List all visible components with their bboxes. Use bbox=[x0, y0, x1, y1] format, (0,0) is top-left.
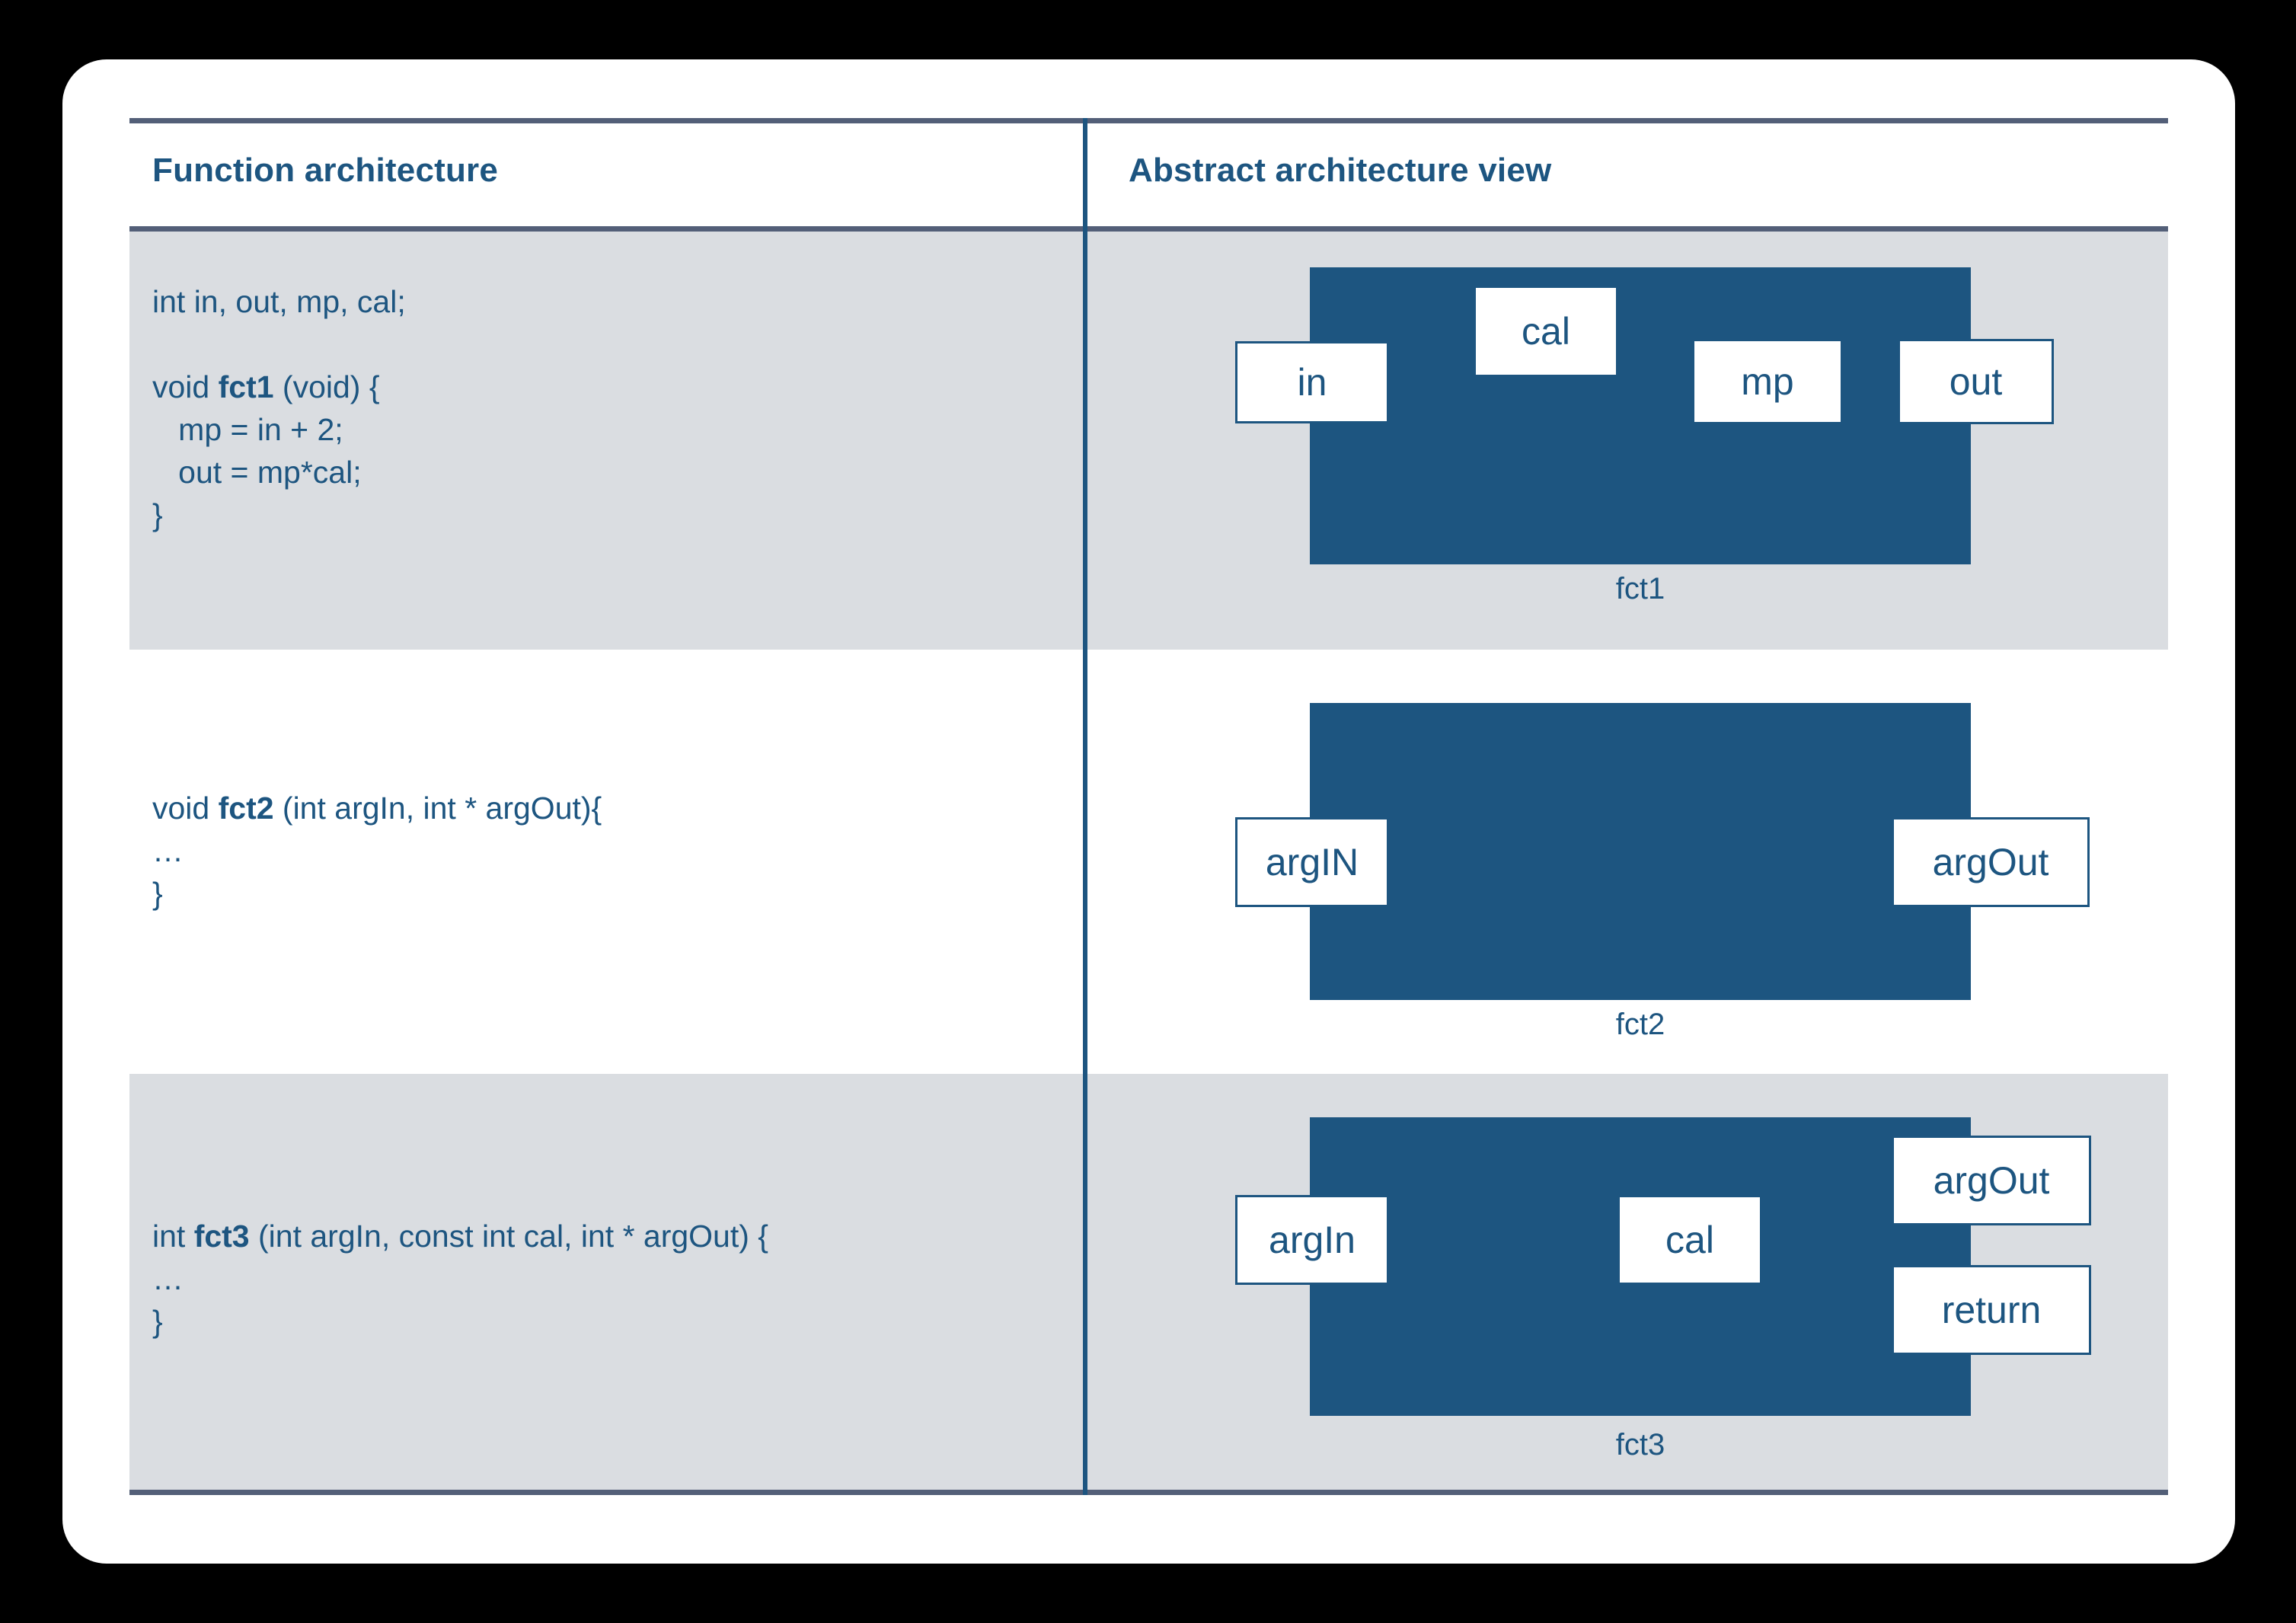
port-argout: argOut bbox=[1892, 1136, 2091, 1225]
code-line: void bbox=[152, 791, 219, 826]
code-line-blank bbox=[152, 327, 161, 362]
column-divider bbox=[1083, 118, 1087, 1495]
code-line: (int argIn, int * argOut){ bbox=[273, 791, 602, 826]
table-header-rule bbox=[129, 226, 2168, 232]
diagram-caption-fct3: fct3 bbox=[1615, 1428, 1665, 1462]
code-line: … bbox=[152, 833, 184, 868]
port-label: argOut bbox=[1932, 841, 2049, 883]
port-label: mp bbox=[1741, 360, 1794, 403]
diagram-fct3: argIn cal argOut return fct3 bbox=[1129, 1101, 2149, 1497]
table-bottom-rule bbox=[129, 1490, 2168, 1495]
function-name-fct3: fct3 bbox=[193, 1219, 250, 1254]
column-header-abstract-architecture-view: Abstract architecture view bbox=[1129, 152, 1552, 189]
code-line: out = mp*cal; bbox=[152, 455, 362, 490]
diagram-caption-fct2: fct2 bbox=[1615, 1008, 1665, 1041]
code-block-fct3: int fct3 (int argIn, const int cal, int … bbox=[152, 1215, 768, 1343]
function-name-fct2: fct2 bbox=[218, 791, 274, 826]
port-cal: cal bbox=[1617, 1195, 1762, 1285]
port-label: out bbox=[1949, 360, 2003, 403]
port-label: cal bbox=[1522, 310, 1570, 353]
code-line: int in, out, mp, cal; bbox=[152, 284, 406, 319]
code-line: } bbox=[152, 1304, 163, 1339]
code-block-fct1: int in, out, mp, cal; void fct1 (void) {… bbox=[152, 280, 406, 536]
code-line: } bbox=[152, 497, 163, 532]
code-line: void bbox=[152, 369, 219, 404]
port-label: argOut bbox=[1933, 1159, 2050, 1202]
function-name-fct1: fct1 bbox=[218, 369, 274, 404]
column-header-function-architecture: Function architecture bbox=[152, 152, 499, 189]
diagram-caption-fct1: fct1 bbox=[1615, 572, 1665, 605]
code-line: } bbox=[152, 876, 163, 911]
code-line: (void) { bbox=[273, 369, 380, 404]
port-label: in bbox=[1297, 361, 1327, 404]
table-top-rule bbox=[129, 118, 2168, 123]
code-block-fct2: void fct2 (int argIn, int * argOut){ … } bbox=[152, 787, 602, 915]
port-cal: cal bbox=[1474, 286, 1618, 377]
diagram-fct1: in cal mp out fct1 bbox=[1129, 254, 2149, 634]
code-line: (int argIn, const int cal, int * argOut)… bbox=[249, 1219, 768, 1254]
port-argin: argIN bbox=[1235, 817, 1389, 907]
port-label: return bbox=[1941, 1289, 2042, 1331]
port-label: argIn bbox=[1269, 1219, 1356, 1261]
content-card: Function architecture Abstract architect… bbox=[62, 59, 2235, 1564]
port-label: argIN bbox=[1265, 841, 1359, 883]
port-return: return bbox=[1892, 1265, 2091, 1355]
function-body-block-fct2 bbox=[1310, 703, 1971, 1000]
port-mp: mp bbox=[1692, 339, 1843, 424]
diagram-fct2: argIN argOut fct2 bbox=[1129, 689, 2149, 1070]
port-argin: argIn bbox=[1235, 1195, 1389, 1285]
port-argout: argOut bbox=[1892, 817, 2090, 907]
code-line: … bbox=[152, 1261, 184, 1296]
code-line: int bbox=[152, 1219, 194, 1254]
comparison-table: Function architecture Abstract architect… bbox=[129, 118, 2168, 1495]
function-body-block-fct1 bbox=[1310, 267, 1971, 564]
code-line: mp = in + 2; bbox=[152, 412, 343, 447]
port-out: out bbox=[1898, 339, 2054, 424]
port-label: cal bbox=[1665, 1219, 1714, 1261]
port-in: in bbox=[1235, 341, 1389, 423]
